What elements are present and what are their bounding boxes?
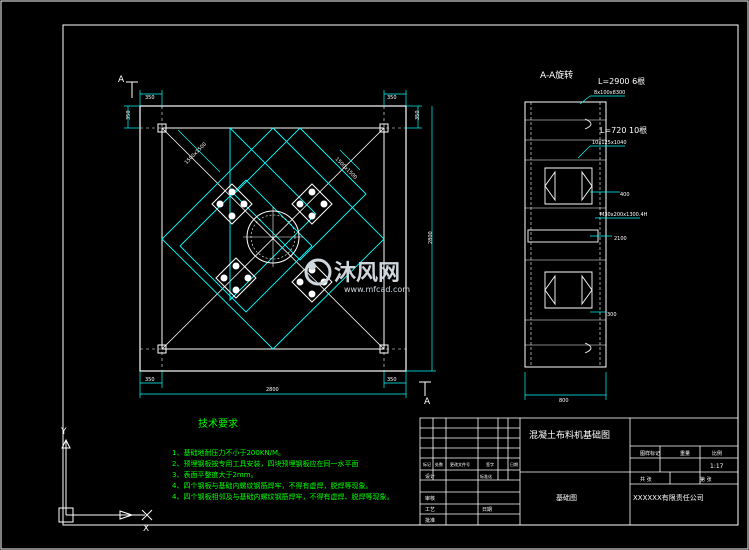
embedded-plate-ne bbox=[291, 183, 333, 225]
section-anchor: M30x200x1300.4H bbox=[600, 212, 648, 218]
section-view bbox=[524, 95, 640, 400]
dim-bottom-left: 350 bbox=[145, 377, 155, 383]
tb-row-sign: 签字 bbox=[486, 461, 494, 467]
section-spec-1: 8x100x8300 bbox=[594, 90, 625, 96]
tb-design: 设计 bbox=[425, 473, 435, 480]
section-outline bbox=[524, 101, 607, 368]
tech-req-item-1: 1、基础地耐压力不小于200KN/M。 bbox=[172, 448, 285, 457]
watermark-brand: 沐风网 bbox=[334, 261, 400, 286]
section-brackets bbox=[527, 118, 599, 354]
dim-left-top: 350 bbox=[126, 110, 132, 120]
tb-date-label: 日期 bbox=[482, 507, 492, 513]
company-name: XXXXXX有限责任公司 bbox=[633, 493, 704, 502]
ucs-x-label: X bbox=[143, 524, 149, 534]
center-cross bbox=[243, 207, 303, 267]
section-rebar-verticals bbox=[530, 102, 601, 367]
drawing-name: 混凝土布料机基础图 bbox=[529, 429, 610, 441]
tb-standard: 标准化 bbox=[480, 473, 492, 479]
watermark-logo bbox=[304, 258, 332, 286]
sheet-of: 第 张 bbox=[700, 476, 712, 483]
scale-value: 1:17 bbox=[710, 463, 724, 470]
tb-check: 审核 bbox=[425, 495, 435, 502]
embedded-plate-nw bbox=[211, 183, 253, 225]
section-title: A-A旋转 bbox=[540, 69, 573, 81]
weight-label: 重量 bbox=[680, 450, 690, 457]
tb-row-doc: 更改文件号 bbox=[450, 461, 470, 467]
plan-view bbox=[124, 81, 436, 398]
section-mark-a-top: A bbox=[118, 75, 125, 85]
section-mark-a-bottom: A bbox=[424, 397, 431, 407]
section-dim-300: 300 bbox=[607, 312, 617, 318]
dim-overall-height: 2800 bbox=[428, 231, 434, 244]
slab-outline bbox=[139, 105, 407, 372]
tb-process: 工艺 bbox=[425, 507, 435, 513]
embedded-plate-sw bbox=[215, 257, 257, 299]
section-mark-lines bbox=[126, 81, 431, 396]
dim-top-right: 350 bbox=[387, 95, 397, 101]
tech-req-item-3: 3、表面平整度大于2mm。 bbox=[172, 470, 258, 479]
tech-req-item-5: 4、四个钢板相邻及与基础内螺纹钢筋焊牢，不得有虚焊、脱焊等现象。 bbox=[172, 492, 393, 501]
watermark-url: www.mfcad.com bbox=[344, 285, 410, 294]
scale-label: 比例 bbox=[712, 450, 722, 457]
tb-row-date: 日期 bbox=[510, 461, 518, 467]
tb-row-mark: 标记 bbox=[423, 461, 431, 467]
section-rebar-horizontals bbox=[525, 119, 606, 346]
dim-right-top: 350 bbox=[415, 110, 421, 120]
section-leaders bbox=[524, 95, 640, 400]
ucs-icon bbox=[58, 438, 153, 523]
dim-bottom-right: 350 bbox=[387, 377, 397, 383]
tech-req-item-2: 2、预埋钢板按专用工具安装，四块预埋钢板应在同一水平面 bbox=[172, 459, 358, 468]
section-note-1: 400 bbox=[620, 192, 630, 198]
tb-approve: 批准 bbox=[425, 517, 435, 524]
dim-overall-width: 2800 bbox=[266, 387, 279, 393]
section-spec-2: 10x125x1040 bbox=[592, 140, 627, 146]
section-length-label-2: L=720 10根 bbox=[600, 125, 647, 135]
section-bottom-width: 800 bbox=[559, 398, 569, 404]
section-dim-2100: 2100 bbox=[614, 236, 627, 242]
dimension-lines bbox=[124, 90, 436, 398]
stage-label: 图样标记 bbox=[640, 450, 660, 457]
sheet-label: 共 张 bbox=[640, 476, 652, 483]
title-block bbox=[419, 417, 739, 526]
sub-name: 基础图 bbox=[556, 493, 577, 502]
tech-req-item-4: 4、四个钢板与基础内螺纹钢筋焊牢，不得有虚焊，脱焊等现象。 bbox=[172, 481, 372, 490]
diamond-frames bbox=[179, 127, 367, 313]
tech-req-title: 技术要求 bbox=[198, 417, 238, 430]
diag-dim-2: 1500x1500 bbox=[334, 156, 358, 180]
tb-row-count: 处数 bbox=[435, 461, 443, 467]
section-length-label-1: L=2900 6根 bbox=[598, 76, 645, 86]
dim-top-left: 350 bbox=[145, 95, 155, 101]
ucs-y-label: Y bbox=[60, 427, 67, 437]
